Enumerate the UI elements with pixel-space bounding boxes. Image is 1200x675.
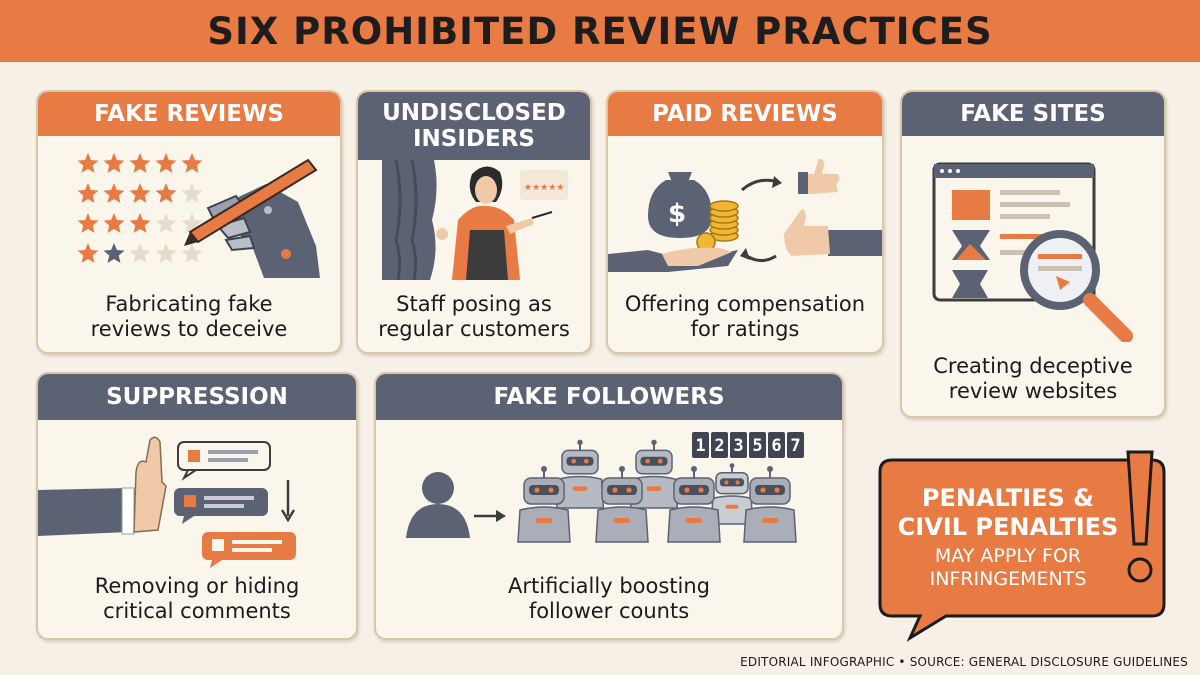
star-empty-icon <box>155 243 177 263</box>
star-empty-icon <box>129 243 151 263</box>
card-heading: FAKE REVIEWS <box>38 92 340 136</box>
robot-icon <box>555 439 605 509</box>
robot-icon <box>517 466 571 543</box>
star-filled-icon <box>103 183 125 203</box>
penalty-subtitle: MAY APPLY FOR INFRINGEMENTS <box>929 545 1087 590</box>
robot-icon <box>595 466 649 543</box>
star-filled-icon <box>181 153 203 173</box>
counter-digit: 7 <box>790 436 800 456</box>
star-filled-icon <box>103 243 125 263</box>
card-heading: FAKE FOLLOWERS <box>376 374 842 420</box>
card-heading: PAID REVIEWS <box>608 92 882 136</box>
star-filled-icon <box>155 183 177 203</box>
money-thumbs-up-illustration: $ <box>608 158 882 272</box>
star-empty-icon <box>181 183 203 203</box>
robot-icon <box>743 466 797 543</box>
card-fake-sites: FAKE SITES Creating deceptive review web… <box>900 90 1166 418</box>
card-fake-reviews: FAKE REVIEWS Fabricating fake reviews to… <box>36 90 342 354</box>
counter-digit-box <box>768 432 785 458</box>
counter-digit-box <box>730 432 747 458</box>
star-filled-icon <box>77 243 99 263</box>
star-filled-icon <box>129 213 151 233</box>
star-ratings-robot-illustration <box>77 153 320 278</box>
counter-digit: 5 <box>752 436 762 456</box>
star-filled-icon <box>77 183 99 203</box>
card-heading: UNDISCLOSED INSIDERS <box>358 92 590 160</box>
staff-curtain-illustration: ★★★★★ <box>382 160 568 280</box>
star-filled-icon <box>103 153 125 173</box>
counter-digit-box <box>692 432 709 458</box>
source-footer: EDITORIAL INFOGRAPHIC • SOURCE: GENERAL … <box>740 655 1188 669</box>
star-filled-icon <box>103 213 125 233</box>
card-suppression: SUPPRESSION Removing or hiding critical … <box>36 372 358 640</box>
penalty-callout-bubble <box>878 450 1166 642</box>
penalty-callout: PENALTIES & CIVIL PENALTIES MAY APPLY FO… <box>884 484 1132 591</box>
card-heading: SUPPRESSION <box>38 374 356 420</box>
card-caption: Staff posing as regular customers <box>378 292 570 341</box>
counter-digit-box <box>749 432 766 458</box>
star-filled-icon <box>77 213 99 233</box>
counter-digit: 6 <box>771 436 781 456</box>
counter-digit-box <box>787 432 804 458</box>
svg-text:$: $ <box>668 199 686 229</box>
website-magnifier-illustration <box>932 162 1133 342</box>
robot-icon <box>667 466 721 543</box>
svg-text:★★★★★: ★★★★★ <box>524 183 564 193</box>
card-caption: Offering compensation for ratings <box>624 292 866 341</box>
card-paid-reviews: PAID REVIEWS $ Offering compensation for… <box>606 90 884 354</box>
card-caption: Creating deceptive review websites <box>933 354 1133 403</box>
star-empty-icon <box>155 213 177 233</box>
counter-digit-box <box>711 432 728 458</box>
counter-digit: 2 <box>714 436 724 456</box>
card-caption: Artificially boosting follower counts <box>508 574 710 623</box>
card-heading: FAKE SITES <box>902 92 1164 136</box>
star-filled-icon <box>129 183 151 203</box>
counter-digit: 1 <box>695 436 705 456</box>
card-caption: Removing or hiding critical comments <box>94 574 300 623</box>
star-filled-icon <box>129 153 151 173</box>
counter-digit: 3 <box>733 436 743 456</box>
title-banner: SIX PROHIBITED REVIEW PRACTICES <box>0 0 1200 62</box>
page-title: SIX PROHIBITED REVIEW PRACTICES <box>207 9 993 53</box>
hand-stop-comments-illustration <box>38 436 296 568</box>
star-filled-icon <box>155 153 177 173</box>
penalty-title: PENALTIES & CIVIL PENALTIES <box>897 484 1119 541</box>
star-empty-icon <box>181 243 203 263</box>
star-filled-icon <box>77 153 99 173</box>
card-undisclosed-insiders: UNDISCLOSED INSIDERS ★★★★★ Staff posing … <box>356 90 592 354</box>
card-caption: Fabricating fake reviews to deceive <box>90 292 288 341</box>
